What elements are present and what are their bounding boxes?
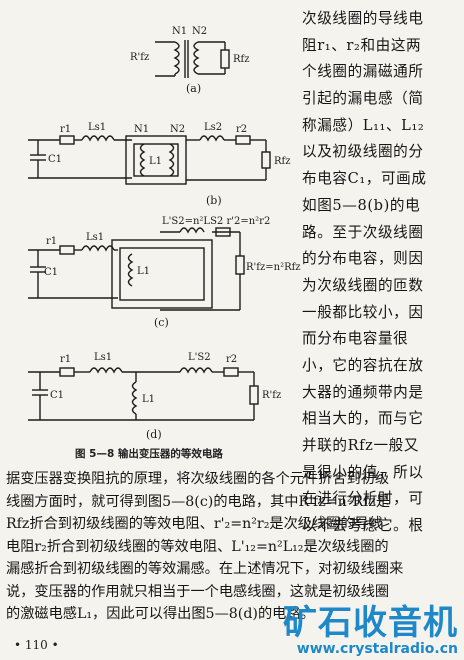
fig-d-l1-label: L1 [142,394,155,405]
fig-a-load-label: Rfz [233,54,250,65]
fig-d-c1-label: C1 [50,390,64,401]
fig-d-load-label: R'fz [262,390,281,401]
fig-c-ls1-label: Ls1 [86,232,104,243]
right-column-line: 一般都比较小，因 [302,303,424,321]
right-column-line: 是很小的值，所以 [302,463,424,481]
body-line: Rfz折合到初级线圈的等效电阻、r'₂=n²r₂是次级线圈的导线 [6,516,383,532]
fig-d-r1-label: r1 [60,354,71,365]
fig-a-source-label: R'fz [130,52,149,63]
right-column-line: 为次级线圈的匝数 [302,276,424,294]
fig-b-r2-label: r2 [236,124,247,135]
right-column-line: 路。至于次级线圈 [302,223,424,241]
body-line: 漏感折合到初级线圈的等效漏感。在上述情况下，对初级线圈来 [6,561,404,577]
watermark: 矿石收音机 www.crystalradio.cn [283,605,458,657]
right-column-text: 次级线圈的导线电阻r₁、r₂和由这两个线圈的漏磁通所引起的漏电感（简称漏感）L₁… [302,6,458,540]
fig-b-c1-label: C1 [48,154,62,165]
body-line: 说，变压器的作用就只相当于一个电感线圈，这就是初级线圈 [6,583,390,600]
fig-b-load-label: Rfz [274,156,291,167]
right-column-line: 并联的Rfz一般又 [302,437,420,454]
right-column-line: 大器的通频带内是 [302,383,424,401]
right-column-line: 如图5—8(b)的电 [302,196,421,214]
right-column-line: 次级线圈的导线电 [302,10,424,27]
fig-d-r2-label: r2 [226,354,237,365]
right-column-line: 的分布电容，则因 [302,250,424,268]
body-line: 电阻r₂折合到初级线圈的等效电阻、L'₁₂=n²L₁₂是次级线圈的 [6,538,389,555]
fig-c-caption: (c) [154,316,169,329]
right-column-line: 相当大的，而与它 [302,410,424,428]
watermark-url: www.crystalradio.cn [296,641,458,657]
fig-b-n2-label: N2 [170,124,185,135]
figure-b: r1 Ls1 C1 N1 L1 N2 Ls2 r2 Rfz (b) [28,122,291,207]
right-column-line: 以不去考虑它。根 [302,517,424,535]
figure-caption: 图 5—8 输出变压器的等效电路 [75,448,223,460]
right-column-line: 阻r₁、r₂和由这两 [302,36,422,54]
figure-c: L'S2=n²LS2 r'2=n²r2 r1 Ls1 C1 L1 R'fz=n²… [28,216,301,329]
right-column-line: 以及初级线圈的分 [302,143,424,161]
fig-b-caption: (b) [206,194,222,207]
fig-d-ls2-label: L'S2 [188,352,211,363]
body-line: 据变压器变换阻抗的原理，将次级线圈的各个元件折合到初级 [6,471,390,487]
right-column-line: 而分布电容量很 [302,330,409,348]
fig-a-caption: (a) [186,82,201,95]
figure-d: r1 Ls1 L'S2 r2 C1 L1 R'fz (d) [28,352,281,441]
fig-b-n1-label: N1 [134,124,149,135]
right-column-line: 称漏感）L₁₁、L₁₂ [302,116,425,134]
fig-d-caption: (d) [146,428,162,441]
fig-a-n2-label: N2 [192,26,207,37]
fig-b-ls1-label: Ls1 [88,122,106,133]
right-column-line: 布电容C₁，可画成 [302,170,427,188]
right-column-line: 引起的漏电感（简 [302,90,424,108]
body-line: 的激磁电感L₁，因此可以得出图5—8(d)的电路。 [6,606,315,622]
fig-d-ls1-label: Ls1 [94,352,112,363]
fig-a-n1-label: N1 [172,26,187,37]
page-number: • 110 • [14,638,59,652]
fig-b-r1-label: r1 [60,124,71,135]
fig-c-load-label: R'fz=n²Rfz [246,262,301,273]
fig-c-top-label: L'S2=n²LS2 r'2=n²r2 [162,216,270,227]
right-column-line: 小，它的容抗在放 [302,356,424,374]
body-line: 线圈方面时，就可得到图5—8(c)的电路，其中R'fz=n²Rfz是 [6,493,391,510]
fig-c-c1-label: C1 [44,267,58,278]
fig-c-l1-label: L1 [137,266,150,277]
fig-b-l1-label: L1 [149,156,162,167]
figure-a: R'fz N1 N2 Rfz (a) [130,26,250,95]
right-column-line: 个线圈的漏磁通所 [302,63,424,81]
fig-b-ls2-label: Ls2 [204,122,222,133]
fig-c-r1-label: r1 [46,236,57,247]
body-paragraph: 据变压器变换阻抗的原理，将次级线圈的各个元件折合到初级线圈方面时，就可得到图5—… [6,468,458,626]
watermark-title: 矿石收音机 [283,603,458,643]
right-column-line: 在进行分析时，可 [302,490,424,508]
